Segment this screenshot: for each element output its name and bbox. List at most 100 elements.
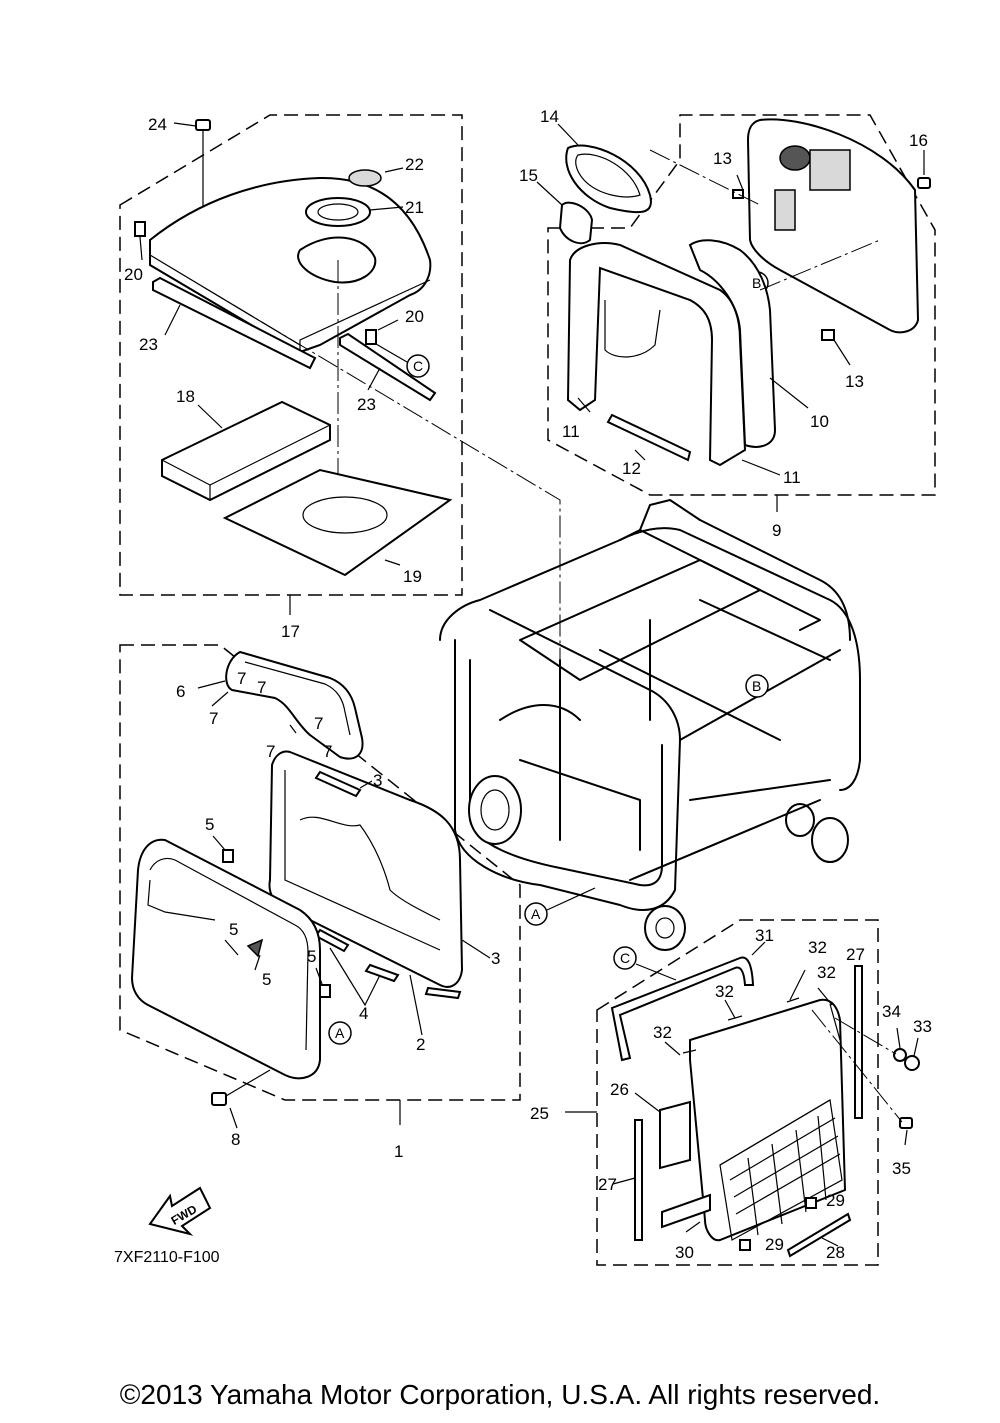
grommet-15 (558, 201, 594, 245)
part-label-13a: 13 (713, 149, 732, 168)
ref-mark-a-frame (524, 902, 548, 926)
foam-10 (688, 239, 777, 448)
sheet-19 (222, 468, 453, 577)
fuel-cap-22 (348, 169, 382, 187)
part-label-6: 6 (176, 682, 185, 701)
generator-frame (439, 499, 861, 951)
exhaust-panel (689, 998, 847, 1242)
part-label-7b: 7 (257, 678, 266, 697)
part-label-22: 22 (405, 155, 424, 174)
part-label-11b: 11 (783, 468, 801, 487)
ref-letter-c-exhaust: C (620, 950, 630, 966)
ref-mark-b-frame (745, 674, 769, 698)
part-label-5b: 5 (229, 920, 238, 939)
group-17-top-cover (119, 114, 561, 660)
foam-30 (661, 1193, 711, 1229)
part-label-14: 14 (540, 107, 559, 126)
clip-13a (732, 189, 744, 199)
clip-5a (222, 849, 234, 863)
part-label-3a: 3 (373, 771, 382, 790)
screw-8 (211, 1092, 227, 1106)
screw-35 (899, 1117, 913, 1129)
part-label-20a: 20 (124, 265, 143, 284)
ref-letter-a-frame: A (531, 906, 541, 922)
part-label-8: 8 (231, 1130, 240, 1149)
group-1-front-cover (119, 644, 521, 1129)
part-label-7f: 7 (323, 742, 332, 761)
part-label-7e: 7 (266, 742, 275, 761)
part-label-27b: 27 (598, 1175, 617, 1194)
clip-29b (739, 1239, 751, 1251)
part-label-1: 1 (394, 1142, 403, 1161)
part-label-18: 18 (176, 387, 195, 406)
part-label-24: 24 (148, 115, 167, 134)
part-label-21: 21 (405, 198, 424, 217)
part-label-5c: 5 (262, 970, 271, 989)
ref-mark-c-top (406, 354, 430, 378)
fwd-arrow: FWD (148, 1186, 212, 1236)
clip-29a (805, 1197, 817, 1209)
rear-panel (746, 118, 920, 334)
rail-23-left (152, 276, 317, 370)
group-1-boundary (119, 644, 521, 1101)
part-label-16: 16 (909, 131, 928, 150)
part-label-3b: 3 (491, 949, 500, 968)
part-label-12: 12 (622, 459, 641, 478)
ref-mark-a-cover (328, 1021, 352, 1045)
rail-23-right (339, 332, 437, 402)
clip-20a (134, 221, 146, 237)
frame-2 (268, 750, 464, 988)
ref-letter-a-cover: A (335, 1025, 345, 1041)
clip-5d (319, 984, 331, 998)
rod-27a (854, 965, 863, 1119)
control-panel-6 (225, 650, 364, 760)
part-label-26: 26 (610, 1080, 629, 1099)
part-label-5a: 5 (205, 815, 214, 834)
strip-12 (606, 413, 692, 462)
part-label-20b: 20 (405, 307, 424, 326)
part-label-32d: 32 (653, 1023, 672, 1042)
group-9-boundary (547, 114, 936, 496)
part-label-33: 33 (913, 1017, 932, 1036)
screw-16 (917, 177, 931, 189)
part-label-15: 15 (519, 166, 538, 185)
ref-letter-c-top: C (413, 358, 423, 374)
ref-mark-c-exhaust (613, 946, 637, 970)
reference-mark-letters: C B B A A C (335, 275, 761, 1041)
seal-14 (565, 144, 652, 214)
top-cover (149, 176, 432, 354)
strip-28 (786, 1212, 852, 1258)
group-25-exhaust-cover (565, 919, 920, 1266)
part-label-2: 2 (416, 1035, 425, 1054)
foam-panel-18 (161, 400, 331, 502)
part-labels: 24 22 21 20 20 23 23 18 19 17 14 15 13 1… (124, 107, 932, 1262)
part-label-29b: 29 (765, 1235, 784, 1254)
part-label-7d: 7 (314, 714, 323, 733)
copyright-notice: ©2013 Yamaha Motor Corporation, U.S.A. A… (119, 1379, 881, 1410)
clip-20b (365, 329, 377, 345)
part-label-7c: 7 (209, 709, 218, 728)
part-label-7a: 7 (237, 669, 246, 688)
part-label-10: 10 (810, 412, 829, 431)
part-label-23a: 23 (139, 335, 158, 354)
grille (719, 1099, 843, 1241)
ref-letter-b-frame: B (752, 678, 761, 694)
part-label-29a: 29 (826, 1191, 845, 1210)
part-label-32b: 32 (817, 963, 836, 982)
part-label-23b: 23 (357, 395, 376, 414)
part-label-9: 9 (772, 521, 781, 540)
part-label-32c: 32 (715, 982, 734, 1001)
group-25-boundary (596, 919, 879, 1266)
part-label-35: 35 (892, 1159, 911, 1178)
part-label-4: 4 (359, 1004, 368, 1023)
part-label-31: 31 (755, 926, 774, 945)
diagram-code: 7XF2110-F100 (114, 1249, 220, 1266)
part-label-17: 17 (281, 622, 300, 641)
part-label-13b: 13 (845, 372, 864, 391)
front-cover (130, 838, 321, 1080)
part-label-30: 30 (675, 1243, 694, 1262)
part-label-11a: 11 (562, 422, 580, 441)
part-label-34: 34 (882, 1002, 901, 1021)
rod-27b (634, 1119, 643, 1241)
